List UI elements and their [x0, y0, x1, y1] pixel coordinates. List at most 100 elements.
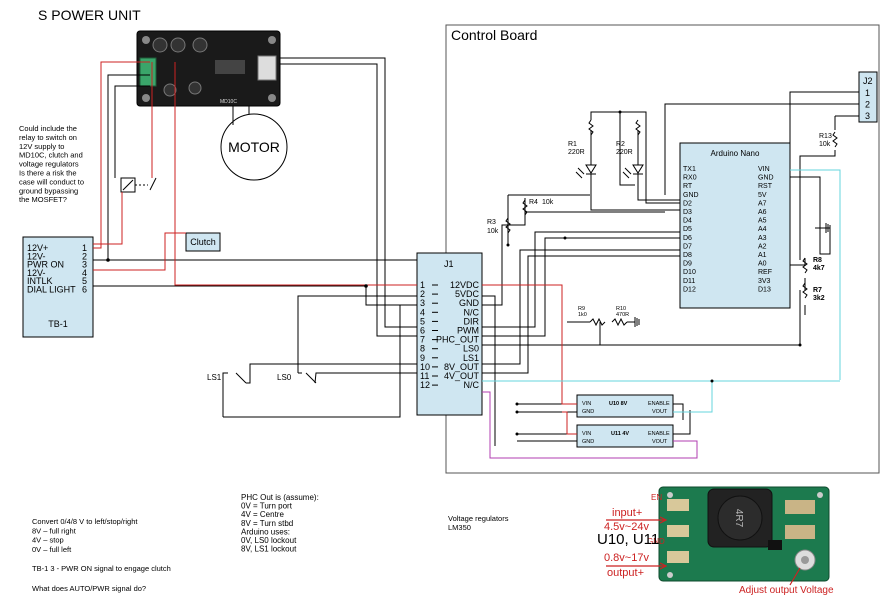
question-note: What does AUTO/PWR signal do? — [32, 584, 146, 593]
nano-right-pin: D13 — [758, 286, 771, 293]
j1-pin-number: 6 — [420, 326, 425, 336]
j1-pin-label: PWM — [457, 326, 479, 336]
clutch-box — [185, 232, 221, 252]
relay-note-line: ground bypassing — [19, 186, 78, 195]
clutch-label: Clutch — [190, 237, 216, 247]
nano-left-pin: RT — [683, 183, 693, 190]
convert-note-line: 8V – full right — [32, 526, 77, 535]
r13-value: 10k — [819, 141, 831, 148]
r7-name: R7 — [813, 287, 822, 294]
j1-pin-label: N/C — [464, 380, 480, 390]
j2-box — [858, 71, 878, 123]
j2-pins: 123 — [865, 88, 870, 121]
j1-name: J1 — [444, 259, 454, 269]
module-output: output+ — [607, 567, 644, 579]
r1-name: R1 — [568, 141, 577, 148]
tb1-pin-label: DIAL LIGHT — [27, 285, 76, 295]
motor-label: MOTOR — [228, 139, 280, 155]
convert-note-line: 4V – stop — [32, 536, 64, 545]
relay-note-line: case will conduct to — [19, 177, 84, 186]
convert-note-line: Convert 0/4/8 V to left/stop/right — [32, 517, 138, 526]
r3-value: 10k — [487, 228, 499, 235]
r7-value: 3k2 — [813, 295, 825, 302]
j1-pin-label: 4V_OUT — [444, 371, 480, 381]
j1-pin-number: 10 — [420, 362, 430, 372]
motor-driver-board: MD10C — [136, 30, 281, 107]
led-symbols — [575, 164, 644, 179]
tb1-pin-number: 5 — [82, 276, 87, 286]
relay-note-line: the MOSFET? — [19, 195, 67, 204]
j1-pin-label: 5VDC — [455, 289, 480, 299]
driver-model: MD10C — [220, 99, 237, 105]
nano-right-pin: A7 — [758, 200, 767, 207]
u11-regulator: VIN GND U11 4V ENABLE VOUT — [576, 424, 674, 448]
u11-gnd: GND — [582, 439, 594, 445]
nano-left-pin: D2 — [683, 200, 692, 207]
nano-right-pin: A5 — [758, 218, 767, 225]
j1-pin-number: 5 — [420, 316, 425, 326]
tb1-pin-label: 12V- — [27, 268, 46, 278]
j1-pin-number: 2 — [420, 289, 425, 299]
r3-name: R3 — [487, 219, 496, 226]
nano-left-pin: D11 — [683, 278, 695, 285]
u11-enable: ENABLE — [648, 431, 670, 437]
red-wires — [93, 61, 577, 435]
r9-value: 1k0 — [578, 312, 587, 318]
tb1-pin-number: 1 — [82, 243, 87, 253]
j1-pin-number: 1 — [420, 280, 425, 290]
j2-pin: 3 — [865, 111, 870, 121]
nano-left-pin: D9 — [683, 261, 692, 268]
relay-note-line: Could include the — [19, 124, 77, 133]
phc-note-line: 4V = Centre — [241, 510, 284, 519]
j1-pin-label: N/C — [464, 307, 480, 317]
j1-pin-label: LS0 — [463, 344, 479, 354]
nano-right-pin: A6 — [758, 209, 767, 216]
j1-pin-label: LS1 — [463, 353, 479, 363]
j1-pin-number: 8 — [420, 344, 425, 354]
nano-title: Arduino Nano — [711, 149, 760, 158]
module-arrows — [606, 516, 801, 586]
resistor-symbols — [505, 119, 838, 327]
nano-pins: TX1RX0RTGNDD2D3D4D5D6D7D8D9D10D11D12VING… — [683, 166, 774, 293]
nano-right-pin: GND — [758, 175, 774, 182]
tb1-pin-label: PWR ON — [27, 260, 64, 270]
tb1-pin-label: INTLK — [27, 276, 53, 286]
u10-gnd: GND — [582, 409, 594, 415]
j1-pin-number: 9 — [420, 353, 425, 363]
control-board-label: Control Board — [451, 27, 537, 43]
j1-pin-label: 12VDC — [450, 280, 480, 290]
phc-note-line: 0V, LS0 lockout — [241, 536, 297, 545]
u11-vin: VIN — [582, 431, 591, 437]
j2-name: J2 — [863, 76, 873, 86]
j1-pin-number: 11 — [420, 371, 429, 381]
nano-left-pin: D7 — [683, 243, 692, 250]
relay-note-line: Is there a risk the — [19, 169, 77, 178]
relay — [120, 177, 157, 193]
j1-pin-label: 8V_OUT — [444, 362, 480, 372]
ls0-label: LS0 — [277, 373, 292, 382]
relay-note-line: MD10C, clutch and — [19, 151, 83, 160]
relay-note-line: relay to switch on — [19, 133, 77, 142]
tb1-pin-number: 2 — [82, 251, 87, 261]
cyan-wires — [482, 169, 841, 413]
u11-vout: VOUT — [652, 439, 668, 445]
relay-note-line: 12V supply to — [19, 142, 64, 151]
r10-name: R10 — [616, 306, 626, 312]
junction-dots — [106, 110, 802, 436]
nano-right-pin: A0 — [758, 261, 767, 268]
j1-pin-label: GND — [459, 298, 480, 308]
j1-pin-label: DIR — [464, 316, 480, 326]
u10-vin: VIN — [582, 401, 591, 407]
nano-left-pin: D5 — [683, 226, 692, 233]
module-in-range: 4.5v~24v — [604, 521, 649, 533]
module-input: input+ — [612, 507, 642, 519]
j1-pin-number: 7 — [420, 335, 425, 345]
nano-left-pin: D12 — [683, 286, 696, 293]
phc-note-line: 8V, LS1 lockout — [241, 545, 297, 554]
tb1-pin-number: 6 — [82, 285, 87, 295]
tb1-pin-number: 3 — [82, 260, 87, 270]
regulator-module-photo: 4R7 — [658, 486, 830, 582]
nano-left-pin: D10 — [683, 269, 696, 276]
